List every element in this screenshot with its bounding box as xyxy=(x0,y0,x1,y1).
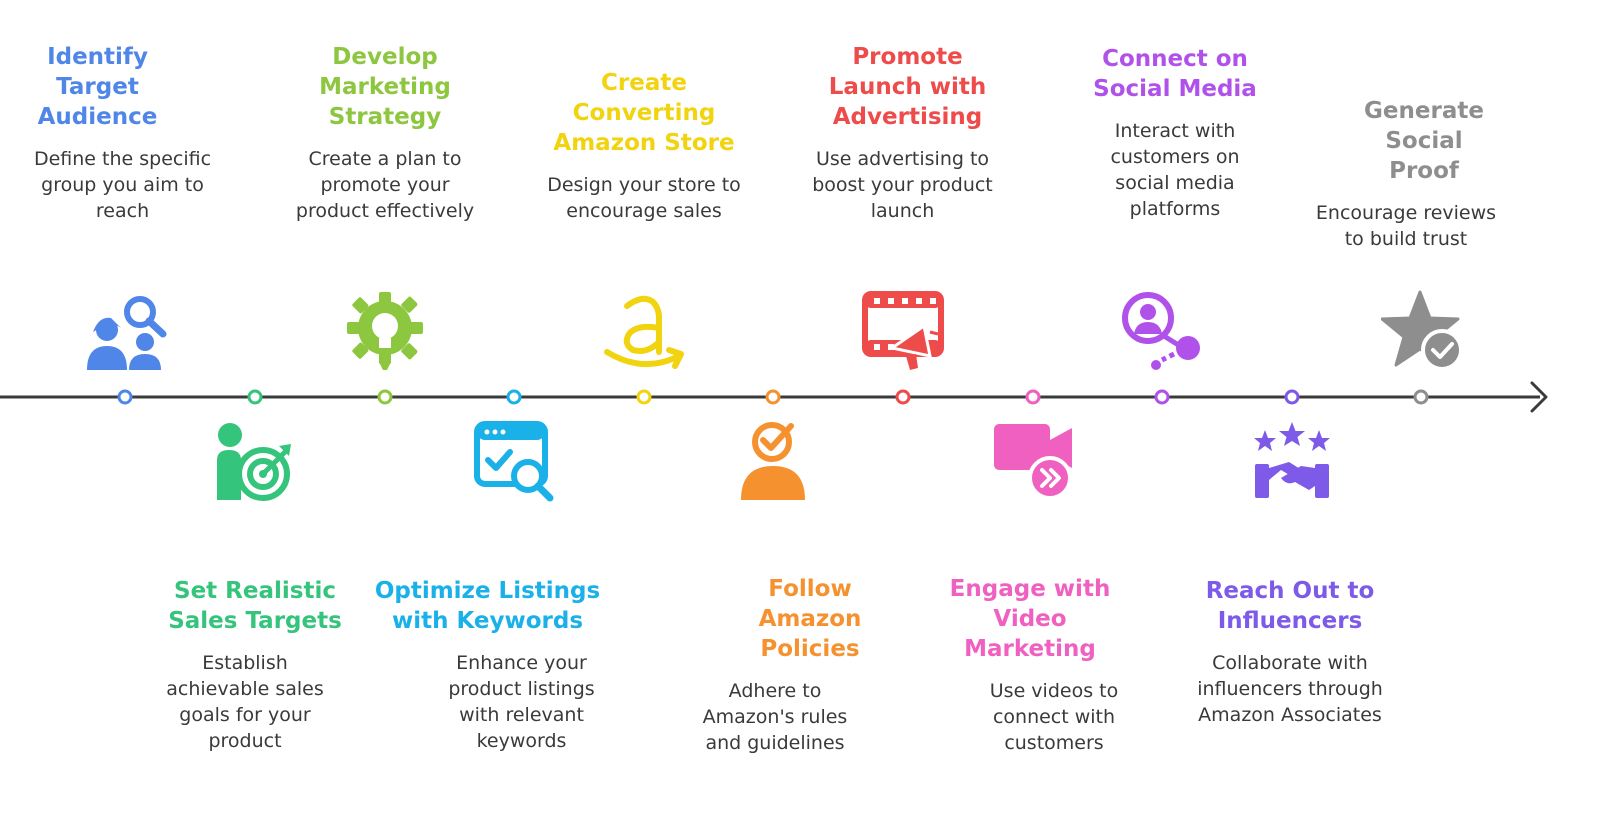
browser-search-icon xyxy=(474,421,554,502)
video-camera-icon xyxy=(994,424,1072,500)
step-targets: Set Realistic Sales Targets Establish ac… xyxy=(150,576,360,754)
step-title: Reach Out to Influencers xyxy=(1205,578,1375,634)
step-description: Define the specific group you aim to rea… xyxy=(33,148,212,222)
step-strategy: Develop Marketing Strategy Create a plan… xyxy=(275,42,495,224)
step-description: Encourage reviews to build trust xyxy=(1315,202,1497,250)
stars-handshake-icon xyxy=(1254,422,1330,498)
person-target-icon xyxy=(217,423,291,501)
timeline-dot-social xyxy=(1154,389,1170,405)
step-title: Promote Launch with Advertising xyxy=(828,44,987,130)
step-description: Create a plan to promote your product ef… xyxy=(295,148,475,222)
step-social: Connect on Social Media Interact with cu… xyxy=(1075,44,1275,222)
step-title: Identify Target Audience xyxy=(37,44,158,130)
step-store: Create Converting Amazon Store Design yo… xyxy=(535,68,753,224)
step-policies: Follow Amazon Policies Adhere to Amazon'… xyxy=(690,574,880,756)
step-title: Optimize Listings with Keywords xyxy=(374,578,601,634)
step-description: Establish achievable sales goals for you… xyxy=(166,652,324,752)
step-description: Use advertising to boost your product la… xyxy=(812,148,993,222)
step-title: Connect on Social Media xyxy=(1093,46,1257,102)
step-influencers: Reach Out to Influencers Collaborate wit… xyxy=(1190,576,1390,728)
timeline-dot-influencers xyxy=(1284,389,1300,405)
video-megaphone-icon xyxy=(862,291,944,370)
step-description: Use videos to connect with customers xyxy=(989,680,1119,754)
star-check-icon xyxy=(1381,290,1463,371)
timeline-dot-store xyxy=(636,389,652,405)
audience-search-icon xyxy=(87,296,167,370)
step-title: Create Converting Amazon Store xyxy=(553,70,735,156)
step-title: Set Realistic Sales Targets xyxy=(168,578,342,634)
step-description: Enhance your product listings with relev… xyxy=(448,652,595,752)
timeline-dot-advertising xyxy=(895,389,911,405)
timeline-arrow-head xyxy=(1530,381,1548,413)
step-description: Design your store to encourage sales xyxy=(547,174,741,222)
timeline-dot-strategy xyxy=(377,389,393,405)
step-title: Generate Social Proof xyxy=(1364,98,1484,184)
amazon-logo-icon xyxy=(604,295,684,369)
timeline-dot-video xyxy=(1025,389,1041,405)
step-title: Follow Amazon Policies xyxy=(758,576,862,662)
step-advertising: Promote Launch with Advertising Use adve… xyxy=(790,42,1015,224)
step-title: Engage with Video Marketing xyxy=(949,576,1111,662)
step-title: Develop Marketing Strategy xyxy=(319,44,451,130)
step-video: Engage with Video Marketing Use videos t… xyxy=(935,574,1125,756)
timeline-dot-proof xyxy=(1413,389,1429,405)
step-description: Interact with customers on social media … xyxy=(1110,120,1240,220)
timeline-dot-targets xyxy=(247,389,263,405)
person-check-icon xyxy=(741,422,805,500)
timeline-dot-identify xyxy=(117,389,133,405)
timeline-dot-policies xyxy=(765,389,781,405)
step-identify: Identify Target Audience Define the spec… xyxy=(10,42,235,224)
step-proof: Generate Social Proof Encourage reviews … xyxy=(1300,96,1540,252)
gear-bulb-icon xyxy=(347,292,423,370)
step-description: Collaborate with influencers through Ama… xyxy=(1197,652,1383,726)
social-network-icon xyxy=(1122,292,1200,370)
step-description: Adhere to Amazon's rules and guidelines xyxy=(702,680,848,754)
timeline-dot-keywords xyxy=(506,389,522,405)
step-keywords: Optimize Listings with Keywords Enhance … xyxy=(365,576,610,754)
